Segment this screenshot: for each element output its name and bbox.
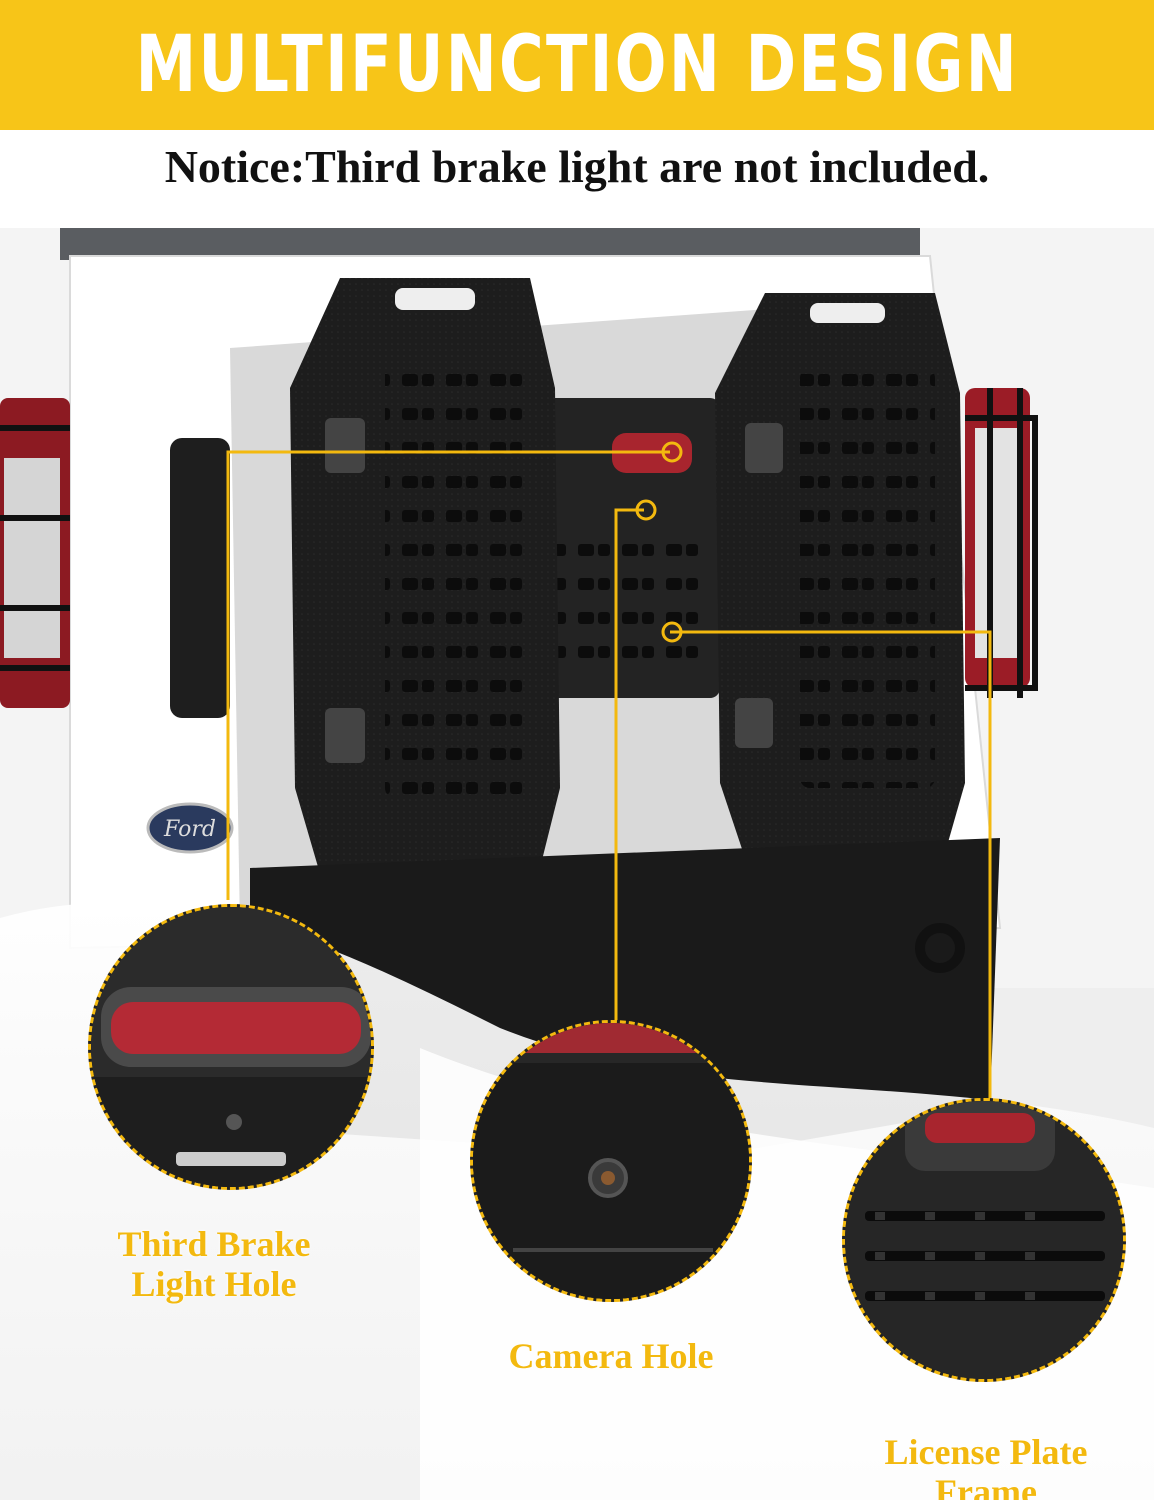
zoom-camera-illustration [473,1023,749,1299]
right-tail-light [965,388,1038,698]
marker-brake [661,441,683,463]
left-handle [170,438,230,718]
ford-logo [146,802,234,854]
marker-camera [635,499,657,521]
callout-line-camera [614,508,644,1028]
left-tail-light [0,398,70,708]
notice-text: Notice:Third brake light are not include… [164,141,990,192]
zoom-brake-illustration [91,907,371,1187]
header-banner: MULTIFUNCTION DESIGN [0,0,1154,130]
callout-lines [226,450,992,1108]
zoom-plate-illustration [845,1101,1123,1379]
rear-window [60,228,920,260]
ford-logo-text: Ford [163,817,216,842]
label-license-plate-frame: License Plate Frame [884,1432,1088,1500]
label-camera-hole: Camera Hole [508,1336,714,1376]
zoom-license-plate-frame [842,1098,1126,1382]
shackle [915,923,965,973]
banner-title: MULTIFUNCTION DESIGN [135,20,1019,110]
product-photo: Ford [0,228,1154,1500]
callout-line-plate [670,630,992,1108]
zoom-camera-hole [470,1020,752,1302]
left-recovery-board [290,278,560,908]
callout-markers [635,441,683,643]
license-plate-frame-part [540,398,720,698]
right-recovery-board [715,293,965,888]
marker-plate [661,621,683,643]
zoom-third-brake-light [88,904,374,1190]
label-third-brake-light-hole: Third Brake Light Hole [117,1224,311,1304]
callout-line-brake [226,450,670,900]
